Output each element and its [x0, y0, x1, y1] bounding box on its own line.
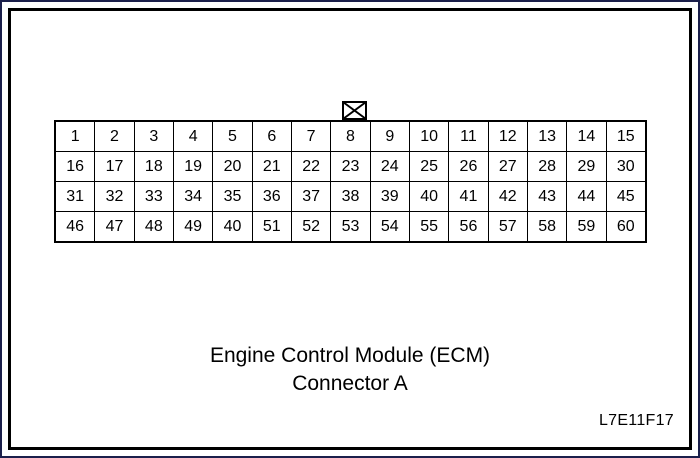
figure-caption: Engine Control Module (ECM) Connector A — [2, 342, 698, 397]
pin-cell: 37 — [290, 182, 330, 211]
pin-cell: 55 — [408, 212, 448, 241]
pin-cell: 9 — [369, 122, 409, 151]
pin-cell: 40 — [408, 182, 448, 211]
figure-inner-border — [8, 8, 692, 450]
pin-cell: 51 — [251, 212, 291, 241]
pin-cell: 28 — [526, 152, 566, 181]
caption-line-2: Connector A — [292, 371, 408, 395]
pin-cell: 46 — [66, 217, 85, 235]
pin-cell: 59 — [566, 212, 605, 241]
pin-cell: 48 — [133, 212, 173, 241]
pin-grid: 1 2 3 4 5 6 7 8 9 10 11 12 13 14 15 16 1… — [54, 120, 647, 243]
pin-cell: 5 — [212, 122, 251, 151]
pin-cell: 36 — [251, 182, 291, 211]
pin-cell: 10 — [408, 122, 448, 151]
pin-cell: 47 — [94, 212, 133, 241]
pin-cell: 20 — [212, 152, 251, 181]
pin-cell: 53 — [330, 212, 369, 241]
pin-cell: 52 — [290, 212, 330, 241]
pin-cell: 42 — [487, 182, 527, 211]
pin-cell: 25 — [408, 152, 448, 181]
pin-cell: 7 — [290, 122, 330, 151]
pin-cell: 8 — [330, 122, 369, 151]
pin-cell: 40 — [212, 212, 251, 241]
pin-cell: 57 — [487, 212, 527, 241]
pin-cell: 32 — [94, 182, 133, 211]
pin-cell: 41 — [448, 182, 487, 211]
pin-cell: 11 — [448, 122, 487, 151]
pin-cell: 38 — [330, 182, 369, 211]
pin-cell: 14 — [566, 122, 605, 151]
pin-cell: 22 — [290, 152, 330, 181]
pin-cell: 18 — [133, 152, 173, 181]
pin-cell: 43 — [526, 182, 566, 211]
ecm-connector-diagram: 1 2 3 4 5 6 7 8 9 10 11 12 13 14 15 16 1… — [54, 101, 647, 243]
pin-cell: 45 — [605, 182, 645, 211]
pin-cell: 44 — [566, 182, 605, 211]
pin-cell: 23 — [330, 152, 369, 181]
pin-row: 46 47 48 49 40 51 52 53 54 55 56 57 58 5… — [56, 211, 645, 241]
pin-cell: 26 — [448, 152, 487, 181]
pin-cell: 6 — [251, 122, 291, 151]
pin-cell: 49 — [172, 212, 212, 241]
crossed-box-latch-icon — [342, 101, 367, 120]
pin-cell: 21 — [251, 152, 291, 181]
pin-cell: 29 — [566, 152, 605, 181]
pin-cell: 34 — [172, 182, 212, 211]
pin-cell: 19 — [172, 152, 212, 181]
pin-cell: 33 — [133, 182, 173, 211]
pin-cell: 15 — [605, 122, 645, 151]
pin-cell: 30 — [605, 152, 645, 181]
pin-cell: 31 — [66, 187, 85, 205]
pin-cell: 4 — [172, 122, 212, 151]
pin-cell: 60 — [605, 212, 645, 241]
pin-cell: 24 — [369, 152, 409, 181]
pin-cell: 2 — [94, 122, 133, 151]
pin-cell: 13 — [526, 122, 566, 151]
pin-row: 31 32 33 34 35 36 37 38 39 40 41 42 43 4… — [56, 181, 645, 211]
figure-reference-code: L7E11F17 — [598, 412, 674, 429]
pin-cell: 1 — [70, 127, 80, 145]
pin-cell: 54 — [369, 212, 409, 241]
pin-row: 16 17 18 19 20 21 22 23 24 25 26 27 28 2… — [56, 151, 645, 181]
pin-row: 1 2 3 4 5 6 7 8 9 10 11 12 13 14 15 — [56, 122, 645, 151]
pin-cell: 16 — [66, 157, 85, 175]
pin-cell: 27 — [487, 152, 527, 181]
pin-cell: 35 — [212, 182, 251, 211]
pin-cell: 56 — [448, 212, 487, 241]
caption-line-1: Engine Control Module (ECM) — [209, 344, 491, 367]
pin-cell: 58 — [526, 212, 566, 241]
pin-cell: 3 — [133, 122, 173, 151]
pin-cell: 12 — [487, 122, 527, 151]
pin-cell: 17 — [94, 152, 133, 181]
pin-cell: 39 — [369, 182, 409, 211]
